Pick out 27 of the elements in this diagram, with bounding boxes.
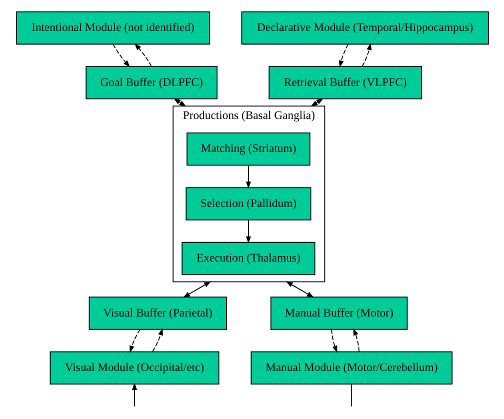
arrow bbox=[172, 98, 186, 107]
node-box: Declarative Module (Temporal/Hippocampus) bbox=[240, 11, 488, 45]
arrow bbox=[330, 329, 337, 353]
connector bbox=[350, 384, 352, 407]
node-box: Visual Buffer (Parietal) bbox=[88, 296, 226, 330]
node-box: Retrieval Buffer (VLPFC) bbox=[268, 66, 422, 100]
arrow bbox=[132, 382, 137, 407]
arrow bbox=[134, 43, 152, 67]
arrow bbox=[152, 328, 162, 352]
node-box: Manual Buffer (Motor) bbox=[270, 296, 408, 330]
node-box: Execution (Thalamus) bbox=[181, 242, 315, 276]
arrow bbox=[352, 328, 360, 352]
arrow bbox=[245, 164, 250, 189]
node-box: Intentional Module (not identified) bbox=[16, 11, 210, 45]
arrow bbox=[310, 98, 324, 107]
arrow bbox=[245, 220, 250, 244]
arrow bbox=[361, 42, 372, 67]
arrow bbox=[338, 44, 348, 68]
arrow bbox=[112, 44, 130, 68]
node-box: Manual Module (Motor/Cerebellum) bbox=[250, 351, 452, 385]
arrow bbox=[129, 329, 140, 353]
arrow bbox=[182, 281, 211, 298]
node-box: Visual Module (Occipital/etc) bbox=[49, 351, 219, 385]
node-box: Selection (Pallidum) bbox=[185, 187, 311, 220]
node-box: Matching (Striatum) bbox=[186, 132, 310, 166]
node-box: Goal Buffer (DLPFC) bbox=[85, 66, 218, 100]
arrow bbox=[285, 281, 314, 298]
